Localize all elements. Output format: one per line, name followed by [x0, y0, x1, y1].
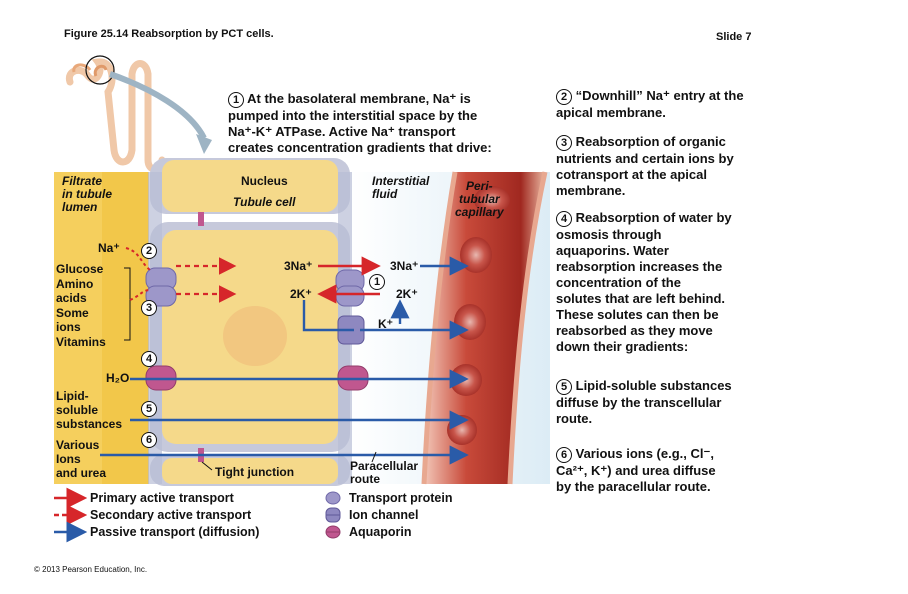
copyright: © 2013 Pearson Education, Inc. [34, 565, 148, 574]
nephron-icon [65, 55, 212, 173]
step-4-text: 4 Reabsorption of water by osmosis throu… [556, 210, 732, 354]
nucleus [223, 306, 287, 366]
marker-1: 1 [369, 274, 385, 290]
tight-junction-top [198, 212, 204, 226]
slide-number: Slide 7 [716, 31, 752, 43]
legend-transport-protein-icon [325, 491, 341, 505]
marker-4: 4 [141, 351, 157, 367]
legend-ion-channel: Ion channel [349, 508, 419, 522]
rbc [454, 304, 486, 340]
marker-3: 3 [141, 300, 157, 316]
lower-cell [162, 458, 338, 484]
marker-2: 2 [141, 243, 157, 259]
step-1-text: 1 At the basolateral membrane, Na⁺ is pu… [228, 91, 492, 155]
k-channel-label: K⁺ [378, 317, 393, 331]
tubule-cell-label: Tubule cell [233, 195, 296, 209]
rbc [460, 237, 492, 273]
legend-passive: Passive transport (diffusion) [90, 525, 260, 539]
step-number: 1 [228, 91, 244, 108]
step-3-text: 3 Reabsorption of organic nutrients and … [556, 134, 734, 198]
legend-aquaporin: Aquaporin [349, 525, 412, 539]
marker-6: 6 [141, 432, 157, 448]
legend-transport-protein: Transport protein [349, 491, 453, 505]
k-out-label: 2K⁺ [396, 287, 418, 301]
nucleus-label: Nucleus [241, 174, 288, 188]
step-5-text: 5 Lipid-soluble substances diffuse by th… [556, 378, 732, 426]
marker-5: 5 [141, 401, 157, 417]
figure-title: Figure 25.14 Reabsorption by PCT cells. [64, 28, 274, 40]
na-in-label: 3Na⁺ [284, 259, 313, 273]
upper-cell [162, 160, 338, 212]
tight-junction-label: Tight junction [215, 465, 295, 479]
legend-secondary-active: Secondary active transport [90, 508, 252, 522]
na-label: Na⁺ [98, 241, 120, 255]
step-2-text: 2 “Downhill” Na⁺ entry at the apical mem… [556, 88, 744, 120]
rbc [474, 186, 510, 214]
na-out-label: 3Na⁺ [390, 259, 419, 273]
step-6-text: 6 Various ions (e.g., Cl⁻, Ca²⁺, K⁺) and… [556, 446, 716, 494]
water-label: H₂O [106, 371, 130, 385]
k-in-label: 2K⁺ [290, 287, 312, 301]
legend-primary-active: Primary active transport [90, 491, 234, 505]
